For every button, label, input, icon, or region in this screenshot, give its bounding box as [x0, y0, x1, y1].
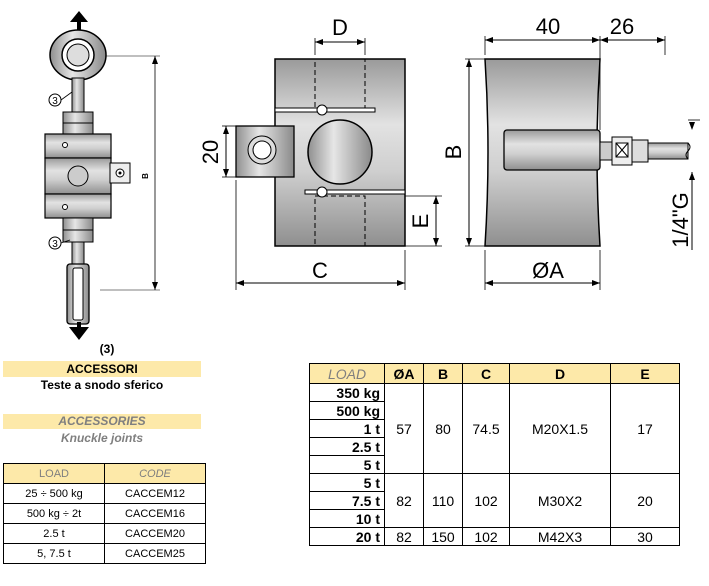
value-e: 20 — [610, 473, 680, 528]
front-view: D 20 E C — [198, 15, 442, 290]
value-a: 82 — [384, 473, 424, 528]
dim-b: B — [441, 145, 466, 160]
table-row: 500 kg ÷ 2t CACCEM16 — [3, 503, 206, 524]
value-a: 57 — [384, 383, 424, 474]
dimensions-table: LOAD ØA B C D E 350 kg 57 80 74.5 M20X1.… — [309, 363, 680, 546]
acc-code: CACCEM25 — [104, 543, 206, 564]
acc-header-code: CODE — [104, 463, 206, 484]
value-d: M30X2 — [509, 473, 611, 528]
value-d: M42X3 — [509, 527, 611, 546]
dim-20: 20 — [198, 140, 223, 164]
callout-3-top: 3 — [52, 96, 58, 107]
table-row: 5 t 82 110 102 M30X2 20 — [309, 473, 680, 528]
acc-load: 5, 7.5 t — [3, 543, 105, 564]
accessories-number: (3) — [99, 342, 115, 356]
acc-load: 500 kg ÷ 2t — [3, 503, 105, 524]
value-c: 102 — [462, 527, 510, 546]
value-c: 74.5 — [462, 383, 510, 474]
value-c: 102 — [462, 473, 510, 528]
header-b: B — [423, 363, 463, 384]
acc-header-load: LOAD — [3, 463, 105, 484]
acc-code: CACCEM20 — [104, 523, 206, 544]
dim-d: D — [332, 15, 348, 40]
load-cell: 5 t — [309, 473, 385, 492]
accessories-table: LOAD CODE 25 ÷ 500 kg CACCEM12 500 kg ÷ … — [3, 463, 206, 564]
header-e: E — [610, 363, 680, 384]
table-row: 25 ÷ 500 kg CACCEM12 — [3, 483, 206, 504]
value-b: 110 — [423, 473, 463, 528]
value-e: 30 — [610, 527, 680, 546]
technical-drawing: 3 3 B D 2 — [44, 11, 700, 340]
table-row: 500 kg — [309, 401, 680, 420]
table-row: 20 t 82 150 102 M42X3 30 — [309, 527, 680, 546]
dim-oa: ØA — [532, 258, 564, 283]
load-cell: 1 t — [309, 419, 385, 438]
dim-b-assembly: B — [141, 173, 150, 179]
header-oa: ØA — [384, 363, 424, 384]
accessories-subtitle-en: Knuckle joints — [60, 431, 143, 445]
callout-3-bottom: 3 — [52, 239, 58, 250]
acc-code: CACCEM16 — [104, 503, 206, 524]
table-row: 5, 7.5 t CACCEM25 — [3, 543, 206, 564]
dim-c: C — [312, 258, 328, 283]
value-a: 82 — [384, 527, 424, 546]
load-cell: 7.5 t — [309, 491, 385, 510]
load-cell: 10 t — [309, 509, 385, 528]
header-load: LOAD — [309, 363, 385, 384]
value-b: 80 — [423, 383, 463, 474]
table-row: 2.5 t CACCEM20 — [3, 523, 206, 544]
acc-code: CACCEM12 — [104, 483, 206, 504]
header-d: D — [509, 363, 611, 384]
table-row: 2.5 t — [309, 437, 680, 456]
value-b: 150 — [423, 527, 463, 546]
accessories-title-en: ACCESSORIES — [3, 414, 201, 429]
value-e: 17 — [610, 383, 680, 474]
accessories-subtitle-it: Teste a snodo sferico — [40, 378, 164, 392]
dim-e: E — [408, 214, 433, 229]
arrow-up-icon — [70, 11, 88, 22]
dim-40: 40 — [536, 14, 560, 39]
accessories-title-it: ACCESSORI — [3, 361, 201, 377]
acc-load: 25 ÷ 500 kg — [3, 483, 105, 504]
table-row: 350 kg 57 80 74.5 M20X1.5 17 — [309, 383, 680, 474]
load-cell: 2.5 t — [309, 437, 385, 456]
arrow-down-icon — [69, 327, 89, 340]
load-cell: 20 t — [309, 527, 385, 546]
header-c: C — [462, 363, 510, 384]
side-view: 40 26 B 1/4"G ØA — [441, 14, 700, 290]
load-cell: 500 kg — [309, 401, 385, 420]
dim-thread: 1/4"G — [668, 192, 693, 248]
load-cell: 5 t — [309, 455, 385, 474]
value-d: M20X1.5 — [509, 383, 611, 474]
dim-26: 26 — [610, 14, 634, 39]
acc-load: 2.5 t — [3, 523, 105, 544]
assembly-view: 3 3 B — [44, 11, 160, 340]
load-cell: 350 kg — [309, 383, 385, 402]
